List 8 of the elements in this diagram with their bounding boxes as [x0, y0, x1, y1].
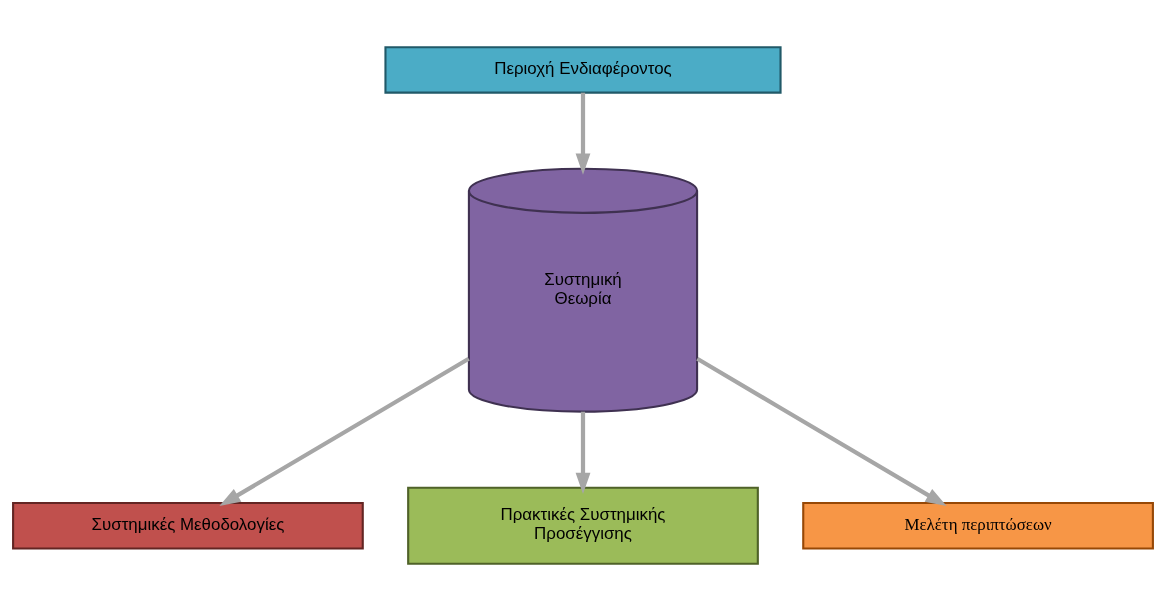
arrow [696, 356, 947, 507]
node-box: Περιοχή Ενδιαφέροντος [384, 46, 782, 94]
node-box: Μελέτη περιπτώσεων [802, 502, 1154, 550]
node-box: Πρακτικές Συστημικής Προσέγγισης [407, 486, 759, 565]
arrow [575, 411, 591, 494]
node-box: Συστημικές Μεθοδολογίες [12, 502, 364, 550]
arrow [575, 92, 591, 175]
arrow [219, 356, 470, 507]
